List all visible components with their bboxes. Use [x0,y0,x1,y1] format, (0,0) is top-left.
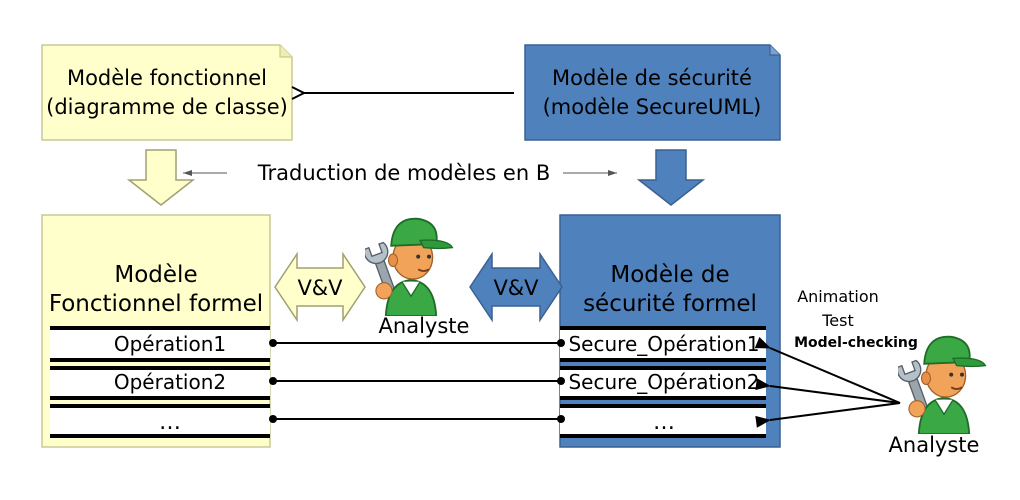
security-model-box: Modèle de sécurité (modèle SecureUML) [524,44,781,141]
security-model-subtitle: (modèle SecureUML) [543,95,762,119]
technique-model-checking: Model-checking [794,335,918,351]
vv-left-arrow: V&V [274,251,366,323]
vv-left-label: V&V [297,276,343,300]
arrow-to-secure-op1 [754,337,901,404]
arrow-to-secure-op2 [755,378,901,404]
analyst-arrows [754,337,901,428]
formal-security-subtitle: sécurité formel [583,291,757,317]
operation-1: Opération1 [114,332,226,356]
operation-links [269,339,565,423]
formal-functional-operations: Opération1 Opération2 … [50,326,270,438]
techniques-label: Animation Test Model-checking [794,287,918,351]
down-arrow-functional [126,149,196,206]
secure-operation-1: Secure_Opération1 [568,332,759,356]
functional-model-box: Modèle fonctionnel (diagramme de classe) [41,44,293,141]
translation-label: Traduction de modèles en B [257,161,551,185]
formal-functional-subtitle: Fonctionnel formel [49,291,263,317]
analyst-center-icon [365,217,454,316]
analyst-right-label: Analyste [889,433,980,457]
vv-right-arrow: V&V [469,251,563,323]
functional-model-subtitle: (diagramme de classe) [46,95,288,119]
analyst-right: Analyste [889,335,987,457]
secure-operation-ellipsis: … [653,410,675,435]
analyst-center: Analyste [365,217,470,338]
technique-test: Test [821,311,854,330]
vv-right-label: V&V [493,276,539,300]
formal-functional-title: Modèle [114,262,197,288]
technique-animation: Animation [797,287,879,306]
formal-security-operations: Secure_Opération1 Secure_Opération2 … [560,326,766,438]
formal-security-title: Modèle de [610,262,729,288]
security-model-title: Modèle de sécurité [552,66,752,90]
down-arrow-security [636,149,706,206]
secure-operation-2: Secure_Opération2 [568,370,759,394]
arrow-to-secure-ellipsis [755,402,901,428]
analyst-center-label: Analyste [379,314,470,338]
operation-ellipsis: … [159,410,181,435]
functional-model-title: Modèle fonctionnel [67,66,267,90]
analyst-right-icon [898,335,987,434]
operation-2: Opération2 [114,370,226,394]
